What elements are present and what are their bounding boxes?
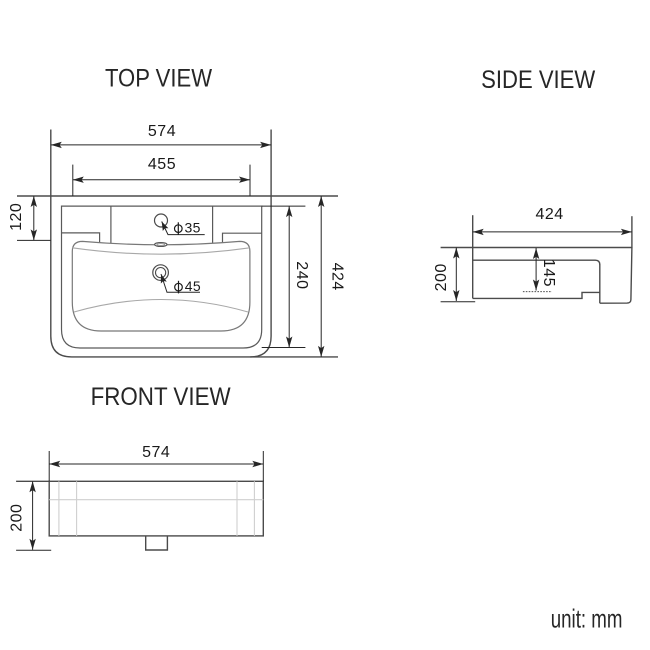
svg-text:120: 120 — [8, 203, 25, 231]
svg-text:TOP VIEW: TOP VIEW — [105, 64, 213, 92]
svg-text:200: 200 — [433, 263, 450, 291]
svg-text:574: 574 — [142, 444, 170, 461]
svg-text:240: 240 — [293, 261, 310, 289]
svg-text:200: 200 — [9, 504, 26, 532]
svg-text:424: 424 — [328, 263, 345, 291]
svg-text:424: 424 — [535, 206, 563, 223]
svg-text:145: 145 — [540, 259, 557, 287]
svg-text:SIDE VIEW: SIDE VIEW — [481, 66, 596, 94]
svg-text:FRONT VIEW: FRONT VIEW — [91, 384, 232, 411]
svg-text:45: 45 — [185, 278, 201, 294]
svg-text:574: 574 — [148, 123, 176, 140]
svg-text:35: 35 — [185, 220, 201, 236]
svg-text:unit: mm: unit: mm — [551, 603, 623, 633]
svg-text:455: 455 — [148, 156, 176, 173]
